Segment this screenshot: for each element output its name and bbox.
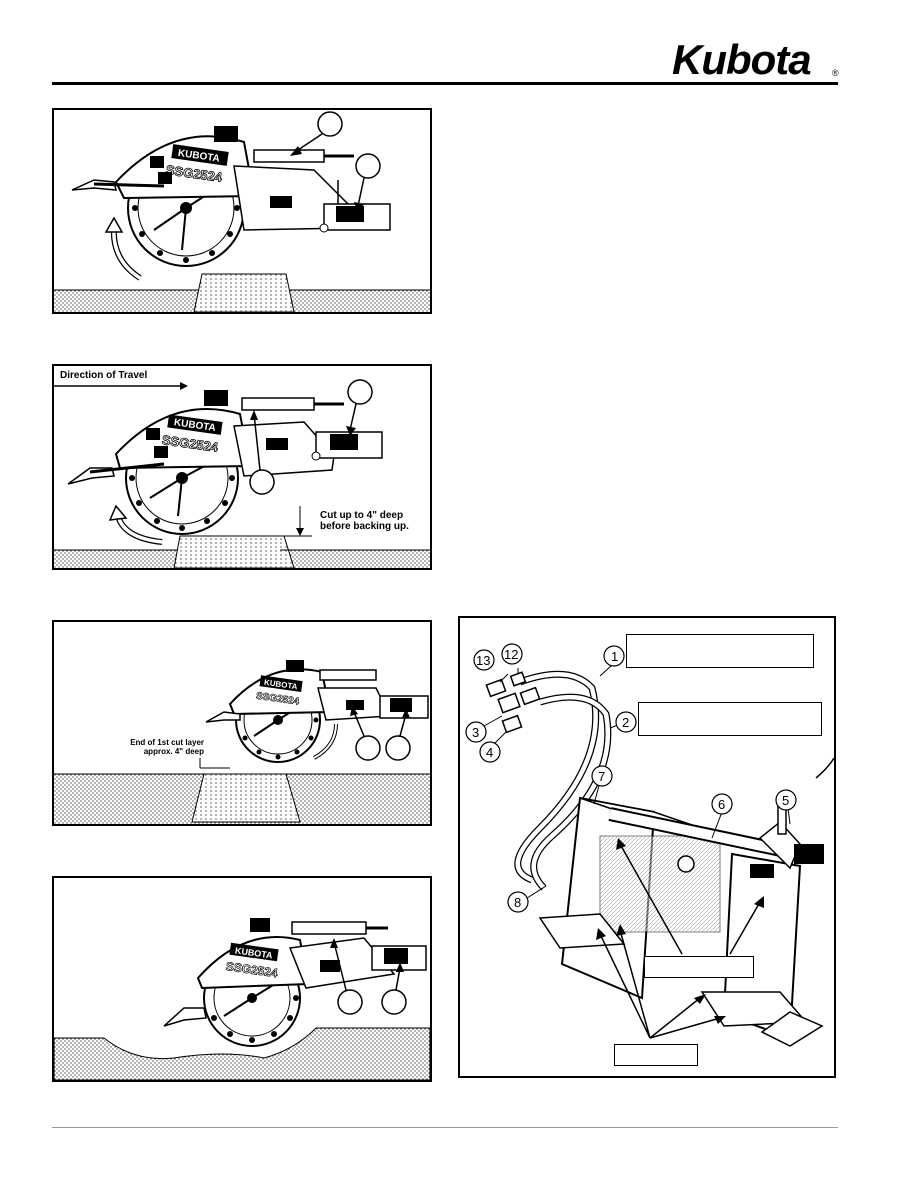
logo-registered-mark: ® [832, 68, 839, 78]
label-box-hose-1 [626, 634, 814, 668]
header-rule [52, 82, 838, 85]
figure-3-drawing: KUBOTA SSG2524 [54, 660, 430, 824]
part-number: 3 [472, 725, 480, 740]
depth-note: Cut up to 4" deep before backing up. [320, 510, 409, 532]
footer-rule [52, 1127, 838, 1128]
part-number: 1 [611, 649, 619, 664]
part-number: 7 [598, 769, 606, 784]
label-box-plates [644, 956, 754, 978]
part-number: 12 [504, 647, 519, 662]
figure-2-panel: KUBOTA SSG2524 Direction of Travel Cut u… [52, 364, 432, 570]
callout-circle [317, 111, 343, 137]
callout-circle [355, 153, 381, 179]
label-box-feet [614, 1044, 698, 1066]
part-number: 5 [782, 793, 790, 808]
direction-of-travel-label: Direction of Travel [60, 370, 148, 381]
stump [193, 273, 295, 312]
decal-box [214, 126, 238, 142]
part-number: 8 [514, 895, 522, 910]
figure-4-panel: KUBOTA SSG2524 [52, 876, 432, 1082]
figure-1-drawing: KUBOTA SSG2524 [54, 111, 430, 312]
figure-3-panel: KUBOTA SSG2524 End of 1st cut layer appr… [52, 620, 432, 826]
hydraulic-cylinder [253, 149, 325, 163]
parts-diagram-panel: 13 12 1 3 2 4 7 6 5 8 [458, 616, 836, 1078]
figure-4-drawing: KUBOTA SSG2524 [54, 918, 430, 1080]
part-number: 6 [718, 797, 726, 812]
part-number: 2 [622, 715, 630, 730]
figure-1-panel: KUBOTA SSG2524 [52, 108, 432, 314]
label-box-hose-2 [638, 702, 822, 736]
part-number: 4 [486, 745, 494, 760]
figure-2-drawing: KUBOTA SSG2524 [54, 379, 430, 568]
first-cut-layer-note: End of 1st cut layer approx. 4" deep [130, 738, 204, 756]
parts-diagram-drawing [465, 643, 834, 1047]
part-number: 13 [476, 653, 491, 668]
logo-text: Kubota [672, 36, 811, 82]
kubota-logo: Kubota ® [672, 36, 839, 82]
